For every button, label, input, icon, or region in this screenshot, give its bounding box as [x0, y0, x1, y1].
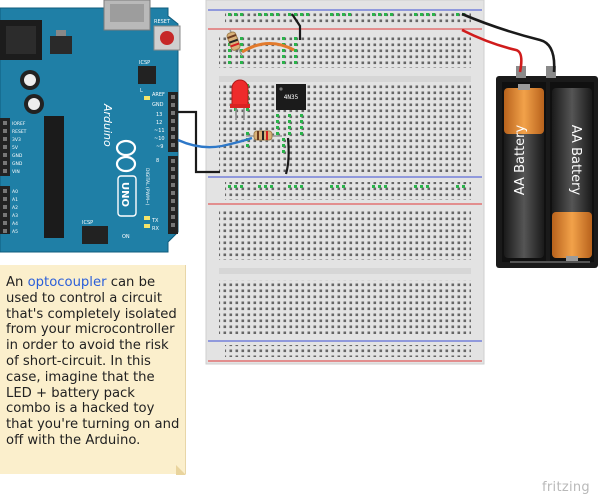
- pin-9-label: ~9: [156, 144, 163, 150]
- chip-label: 4N35: [284, 94, 299, 101]
- middle-power-rail: [225, 182, 471, 200]
- rx-label: RX: [152, 226, 159, 232]
- board-name: Arduino: [101, 103, 114, 147]
- tx-led: [144, 216, 150, 220]
- analog-pin-label: A5: [12, 229, 18, 235]
- aref-label: AREF: [152, 92, 165, 98]
- arduino-uno-board: [0, 0, 181, 253]
- fritzing-logo: fritzing: [542, 480, 590, 495]
- analog-header: [0, 186, 10, 234]
- icsp-label-top: ICSP: [139, 60, 150, 66]
- red-led: [230, 79, 250, 120]
- top-terminal-block: [219, 36, 471, 68]
- pin-13-label: 13: [156, 112, 162, 118]
- analog-pin-label: A3: [12, 213, 18, 219]
- l-led: [144, 96, 150, 100]
- black-wire-ground-rail: [284, 137, 290, 175]
- blue-wire-signal: [177, 136, 253, 149]
- note-text: An optocoupler can be used to control a …: [6, 275, 182, 449]
- breadboard: [205, 0, 485, 365]
- icsp-label-bottom: ICSP: [82, 220, 93, 226]
- on-label: ON: [122, 234, 130, 240]
- bottom-terminal-block-lower: [219, 280, 471, 334]
- power-pin-label: IOREF: [12, 121, 26, 127]
- battery-label-1: AA Battery: [513, 125, 528, 196]
- power-pin-label: VIN: [12, 169, 20, 175]
- analog-pin-label: A1: [12, 197, 18, 203]
- tx-label: TX: [151, 218, 159, 224]
- top-terminal-block-lower: [219, 84, 471, 172]
- icsp-header-top: [138, 66, 156, 84]
- board-model: UNO: [119, 182, 130, 207]
- uno-badge: [117, 175, 137, 217]
- note-text-before: An: [6, 275, 28, 290]
- atmega-chip: [44, 116, 64, 238]
- power-pin-label: GND: [12, 153, 23, 159]
- gnd-label: GND: [152, 102, 164, 108]
- optocoupler-link[interactable]: optocoupler: [27, 275, 107, 290]
- rx-led: [144, 224, 150, 228]
- icsp-header-bottom: [82, 226, 108, 244]
- note-text-after: can be used to control a circuit that's …: [6, 275, 180, 448]
- note-card: [0, 265, 186, 474]
- pin-12-label: 12: [156, 120, 162, 126]
- resistor-top: [226, 29, 243, 57]
- power-pin-label: 3V3: [12, 137, 21, 143]
- analog-pin-label: A4: [12, 221, 18, 227]
- power-pin-label: RESET: [12, 129, 27, 135]
- voltage-regulator: [50, 36, 72, 54]
- l-label: L: [140, 88, 143, 94]
- pin-10-label: ~10: [154, 136, 165, 142]
- power-pin-label: GND: [12, 161, 23, 167]
- analog-pin-label: A2: [12, 205, 18, 211]
- arduino-logo: [115, 139, 137, 173]
- analog-pin-label: A0: [12, 189, 18, 195]
- top-power-rail: [225, 13, 471, 25]
- pin-11-label: ~11: [154, 128, 165, 134]
- red-wire-battery: [461, 28, 523, 73]
- power-pin-label: 5V: [12, 145, 19, 151]
- black-wire-chip: [291, 13, 302, 40]
- resistor-bottom: [246, 130, 282, 141]
- digital-label: DIGITAL (PWM~): [144, 168, 150, 206]
- note-fold: [176, 465, 186, 475]
- bottom-power-rail: [225, 345, 471, 357]
- reset-label: RESET: [154, 19, 171, 25]
- battery-label-2: AA Battery: [568, 125, 583, 196]
- optocoupler-4n35: 4N35: [276, 84, 306, 110]
- pin-8-label: 8: [156, 158, 159, 164]
- black-wire-gnd: [178, 110, 220, 174]
- black-wire-battery: [461, 12, 556, 73]
- bottom-terminal-block: [219, 210, 471, 260]
- battery-pack: [496, 66, 598, 268]
- orange-jumper-wire: [241, 42, 295, 54]
